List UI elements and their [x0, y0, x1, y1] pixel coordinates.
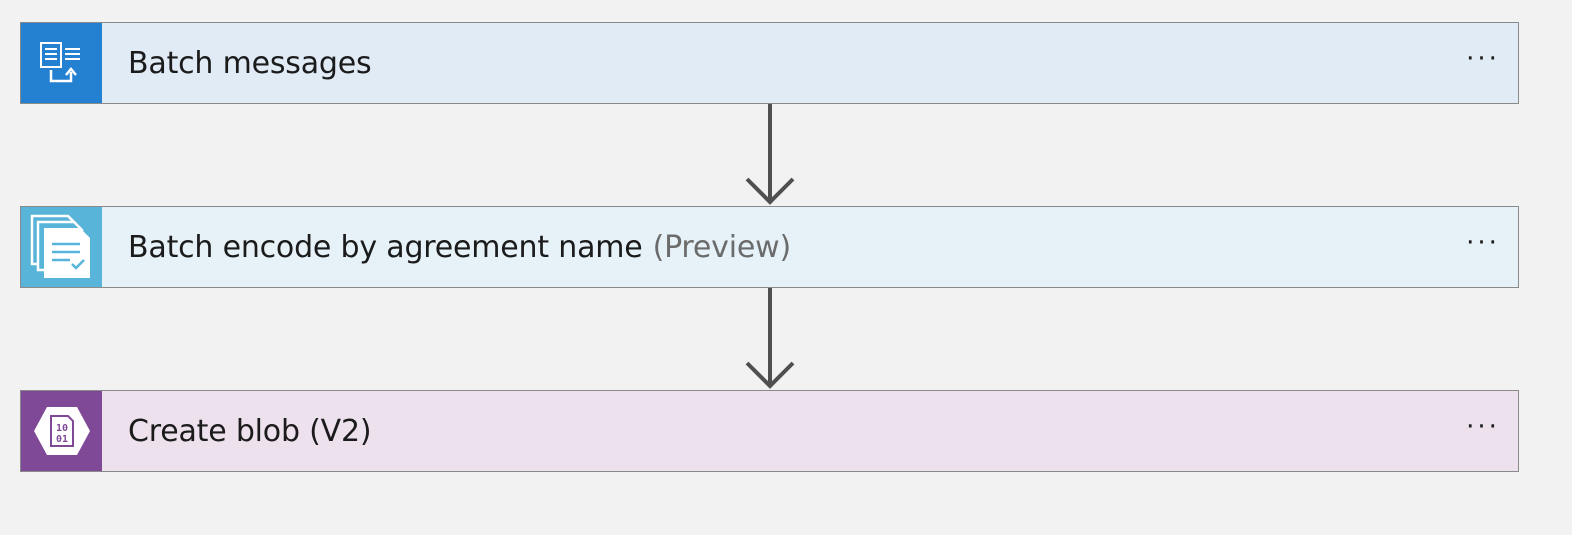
ellipsis-icon: ··· — [1466, 44, 1500, 74]
step-title-text: Batch encode by agreement name — [128, 229, 643, 265]
step-title-text: Batch messages — [128, 45, 372, 81]
connector-arrow-down-icon — [745, 104, 795, 205]
documents-check-icon — [21, 207, 102, 287]
preview-badge: (Preview) — [652, 229, 792, 265]
step-title-text: Create blob (V2) — [128, 413, 372, 449]
connector-arrow-down-icon — [745, 288, 795, 389]
step-card-batch-messages[interactable]: Batch messages ··· — [20, 22, 1519, 104]
svg-text:10: 10 — [55, 423, 67, 434]
step-title: Batch encode by agreement name (Preview) — [102, 207, 1448, 287]
step-card-batch-encode[interactable]: Batch encode by agreement name (Preview)… — [20, 206, 1519, 288]
more-options-button[interactable]: ··· — [1448, 23, 1518, 103]
more-options-button[interactable]: ··· — [1448, 391, 1518, 471]
blob-storage-icon: 10 01 — [21, 391, 102, 471]
ellipsis-icon: ··· — [1466, 412, 1500, 442]
batch-messages-icon — [21, 23, 102, 103]
more-options-button[interactable]: ··· — [1448, 207, 1518, 287]
step-title: Create blob (V2) — [102, 391, 1448, 471]
step-card-create-blob[interactable]: 10 01 Create blob (V2) ··· — [20, 390, 1519, 472]
ellipsis-icon: ··· — [1466, 228, 1500, 258]
step-title: Batch messages — [102, 23, 1448, 103]
svg-text:01: 01 — [55, 434, 67, 445]
